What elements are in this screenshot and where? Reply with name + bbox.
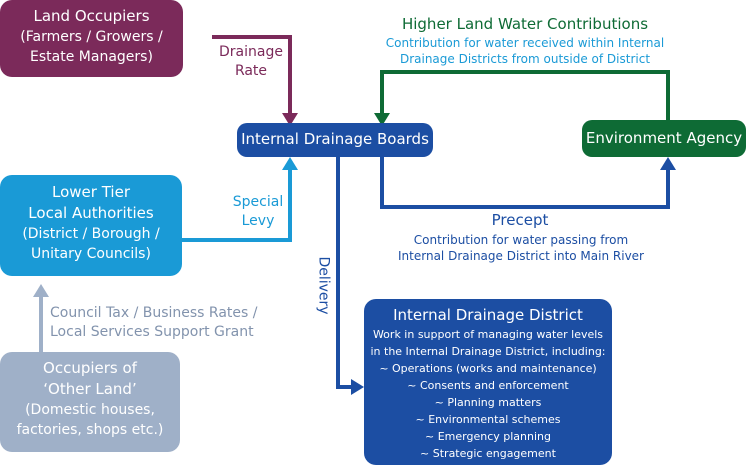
land-occupiers-sub-2: Estate Managers) xyxy=(30,49,153,65)
idd-line: ~ Environmental schemes xyxy=(415,413,561,426)
delivery-label: Delivery xyxy=(315,256,332,315)
land-occupiers-title: Land Occupiers xyxy=(33,7,150,25)
council-tax-label-1: Council Tax / Business Rates / xyxy=(50,305,258,321)
lower-tier-box: Lower Tier Local Authorities (District /… xyxy=(0,175,182,276)
other-land-sub-2: factories, shops etc.) xyxy=(16,422,164,438)
drainage-rate-label-2: Rate xyxy=(234,63,268,79)
precept-title: Precept xyxy=(491,211,549,229)
internal-drainage-district-title: Internal Drainage District xyxy=(393,306,583,324)
lower-tier-title-2: Local Authorities xyxy=(28,204,154,222)
higher-land-sub-2: Drainage Districts from outside of Distr… xyxy=(399,52,651,66)
council-tax-label: Council Tax / Business Rates / Local Ser… xyxy=(50,304,272,342)
internal-drainage-boards-box: Internal Drainage Boards xyxy=(237,123,433,157)
drainage-rate-arrow xyxy=(212,35,292,113)
council-tax-label-2: Local Services Support Grant xyxy=(50,324,254,340)
higher-land-title: Higher Land Water Contributions xyxy=(401,15,649,33)
internal-drainage-district-box: Internal Drainage District Work in suppo… xyxy=(364,299,612,465)
special-levy-label-1: Special xyxy=(232,194,284,210)
delivery-arrow xyxy=(336,156,351,389)
other-land-title-1: Occupiers of xyxy=(43,359,137,377)
other-land-box: Occupiers of ‘Other Land’ (Domestic hous… xyxy=(0,352,180,452)
delivery-arrowhead xyxy=(351,379,364,395)
council-tax-arrowhead xyxy=(33,284,49,297)
other-land-title-2: ‘Other Land’ xyxy=(43,380,137,398)
environment-agency-box: Environment Agency xyxy=(582,120,746,157)
precept-arrowhead xyxy=(660,157,676,170)
internal-drainage-district-list: Work in support of managing water levels… xyxy=(364,326,612,462)
precept-sub: Contribution for water passing from Inte… xyxy=(392,232,650,264)
idd-line: ~ Strategic engagement xyxy=(420,447,556,460)
idd-line: ~ Planning matters xyxy=(434,396,542,409)
idd-line: in the Internal Drainage District, inclu… xyxy=(370,345,606,358)
special-levy-arrowhead xyxy=(282,157,298,170)
higher-land-sub: Contribution for water received within I… xyxy=(376,35,674,67)
higher-land-arrow xyxy=(380,70,670,120)
land-occupiers-sub-1: (Farmers / Growers / xyxy=(20,29,163,45)
idd-line: ~ Consents and enforcement xyxy=(407,379,569,392)
environment-agency-title: Environment Agency xyxy=(585,129,743,147)
special-levy-label: Special Levy xyxy=(226,193,290,231)
precept-sub-2: Internal Drainage District into Main Riv… xyxy=(398,249,644,263)
higher-land-arrowhead xyxy=(374,113,390,126)
other-land-sub-1: (Domestic houses, xyxy=(25,402,155,418)
lower-tier-sub-2: Unitary Councils) xyxy=(31,246,151,262)
idd-line: ~ Emergency planning xyxy=(425,430,551,443)
precept-sub-1: Contribution for water passing from xyxy=(413,233,629,247)
lower-tier-title-1: Lower Tier xyxy=(52,183,130,201)
drainage-rate-arrowhead xyxy=(282,113,298,126)
special-levy-label-2: Levy xyxy=(241,213,275,229)
idd-line: Work in support of managing water levels xyxy=(372,328,604,341)
idd-line: ~ Operations (works and maintenance) xyxy=(379,362,597,375)
special-levy-arrow xyxy=(182,170,292,242)
drainage-rate-label-1: Drainage xyxy=(219,44,283,60)
higher-land-sub-1: Contribution for water received within I… xyxy=(385,36,665,50)
land-occupiers-box: Land Occupiers (Farmers / Growers / Esta… xyxy=(0,0,183,77)
precept-arrow xyxy=(380,156,670,209)
drainage-rate-label: Drainage Rate xyxy=(212,43,290,81)
lower-tier-sub-1: (District / Borough / xyxy=(22,226,160,242)
internal-drainage-boards-title: Internal Drainage Boards xyxy=(241,130,429,148)
